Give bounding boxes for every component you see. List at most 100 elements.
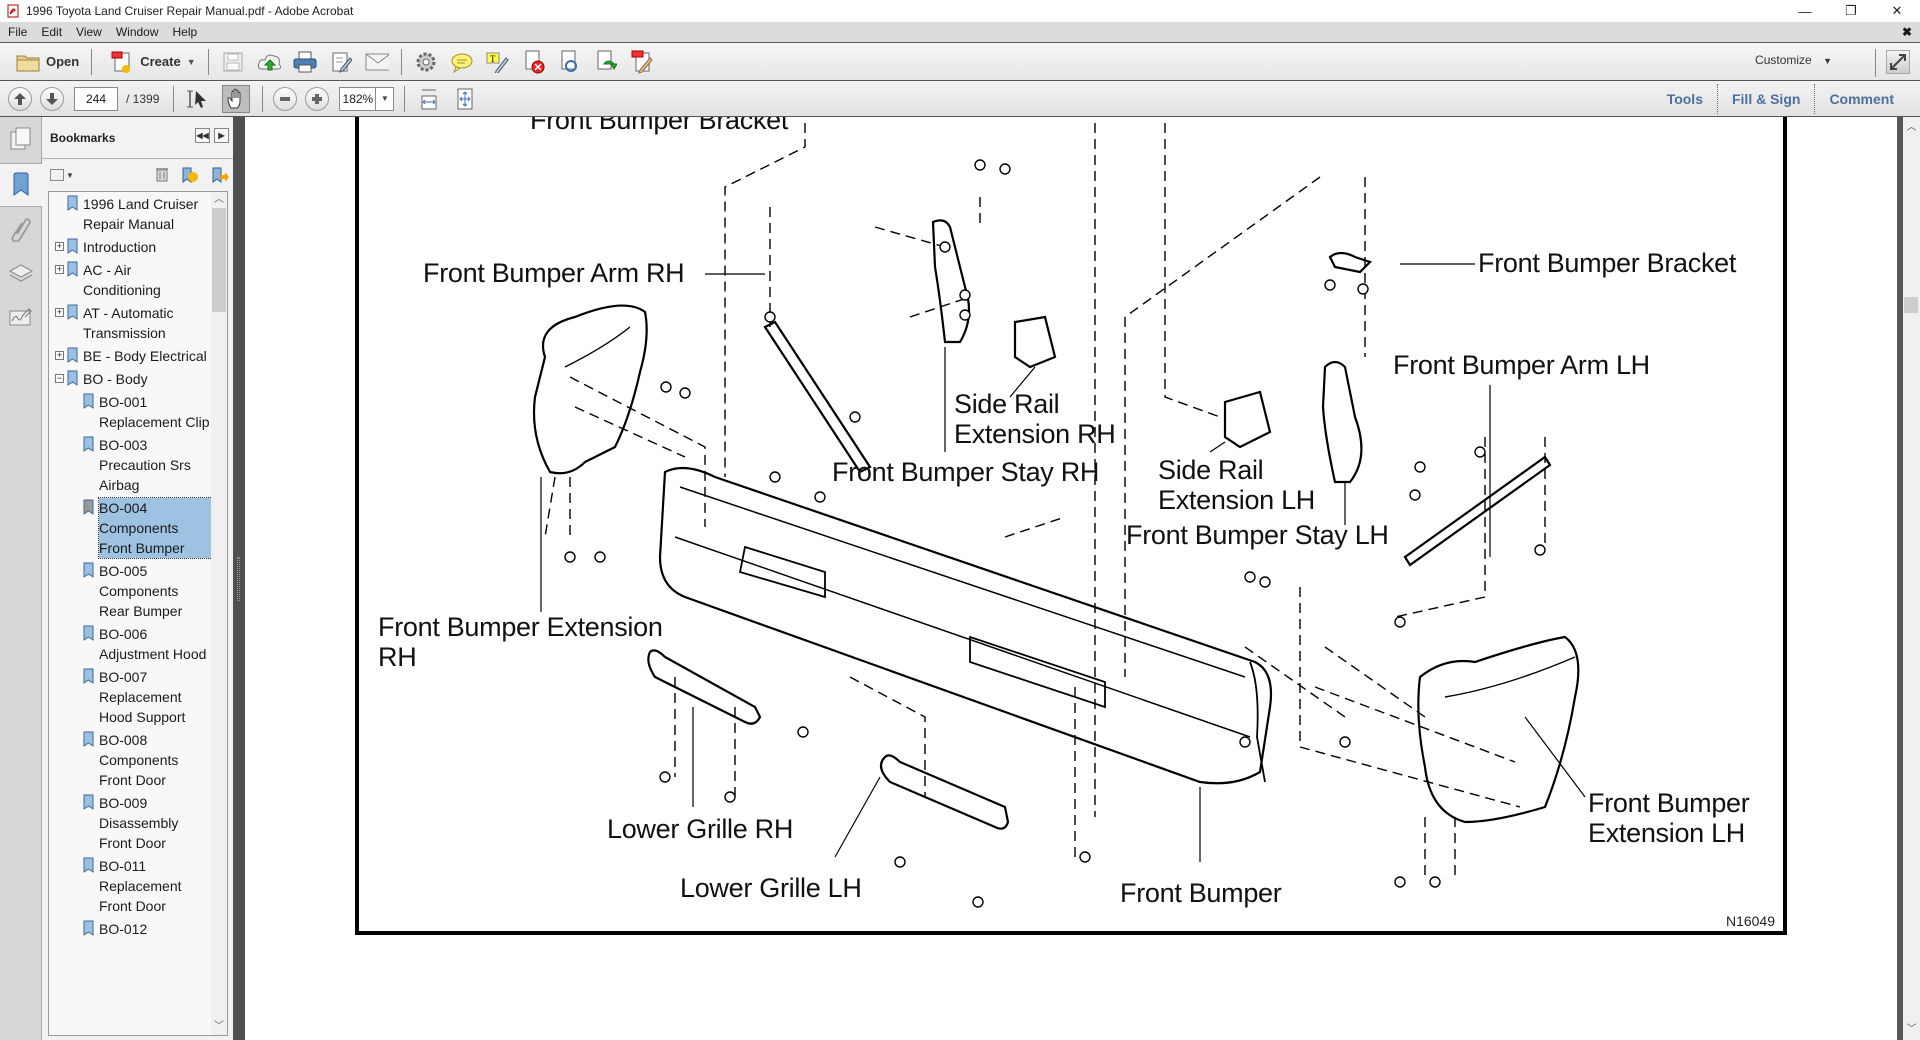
full-screen-button[interactable] bbox=[1886, 50, 1910, 74]
save-icon[interactable] bbox=[221, 50, 245, 74]
bookmark-label: BO-009 Disassembly Front Door bbox=[99, 795, 179, 851]
panel-splitter[interactable] bbox=[233, 117, 245, 1040]
previous-page-button[interactable] bbox=[8, 86, 32, 111]
create-button[interactable]: Create ▼ bbox=[98, 47, 201, 77]
tab-tools[interactable]: Tools bbox=[1666, 91, 1703, 107]
collapse-panel-button[interactable]: ◀◀ bbox=[195, 128, 210, 143]
bookmark-icon bbox=[67, 370, 78, 386]
cloud-upload-icon[interactable] bbox=[257, 50, 281, 74]
tab-comment[interactable]: Comment bbox=[1829, 91, 1894, 107]
collapse-icon[interactable]: − bbox=[55, 373, 64, 383]
bookmark-item[interactable]: BO-009 Disassembly Front Door bbox=[49, 791, 212, 854]
bookmark-label: AC - Air Conditioning bbox=[83, 262, 161, 298]
document-view[interactable]: N16049 Front Bumper Bracket Front Bumper… bbox=[245, 117, 1897, 1040]
zoom-out-button[interactable] bbox=[273, 86, 298, 111]
bookmark-item[interactable]: 1996 Land Cruiser Repair Manual bbox=[49, 192, 212, 235]
restore-button[interactable]: ❐ bbox=[1845, 3, 1857, 18]
bookmark-icon bbox=[83, 436, 94, 452]
scroll-down-icon[interactable]: ﹀ bbox=[1906, 1024, 1917, 1035]
close-button[interactable]: ✕ bbox=[1891, 3, 1903, 18]
scroll-up-icon[interactable]: ︿ bbox=[1906, 122, 1917, 133]
bookmark-item[interactable]: BO-004 Components Front Bumper bbox=[49, 496, 213, 559]
expand-icon[interactable]: + bbox=[55, 241, 64, 251]
gear-icon[interactable] bbox=[414, 50, 438, 74]
fit-page-icon[interactable] bbox=[453, 87, 477, 111]
delete-page-icon[interactable] bbox=[522, 50, 546, 74]
comment-bubble-icon[interactable] bbox=[450, 50, 474, 74]
bookmark-label: AT - Automatic Transmission bbox=[83, 305, 174, 341]
scrollbar-thumb[interactable] bbox=[1904, 297, 1918, 313]
bookmark-icon bbox=[67, 238, 78, 254]
bookmark-item[interactable]: BO-007 Replacement Hood Support bbox=[49, 665, 212, 728]
export-pdf-icon[interactable] bbox=[594, 50, 618, 74]
bookmark-icon bbox=[67, 347, 78, 363]
select-tool-icon[interactable] bbox=[186, 87, 210, 111]
menu-window[interactable]: Window bbox=[115, 25, 159, 39]
bookmarks-scrollbar[interactable]: ︿ ﹀ bbox=[211, 192, 227, 1035]
expand-panel-button[interactable]: ▶ bbox=[214, 128, 229, 143]
page-number-input[interactable]: 244 bbox=[74, 86, 118, 111]
label-front-bumper-stay-lh: Front Bumper Stay LH bbox=[1126, 520, 1389, 550]
expand-icon[interactable]: + bbox=[55, 350, 64, 360]
expand-icon[interactable]: + bbox=[55, 264, 64, 274]
hand-tool-icon[interactable] bbox=[222, 84, 251, 113]
bookmark-item[interactable]: BO-003 Precaution Srs Airbag bbox=[49, 433, 212, 496]
bookmarks-button[interactable] bbox=[0, 163, 42, 207]
zoom-value[interactable]: 182% bbox=[340, 87, 377, 110]
attachments-button[interactable] bbox=[0, 207, 42, 251]
new-bookmark-icon[interactable] bbox=[181, 166, 199, 184]
bookmark-item[interactable]: + AT - Automatic Transmission bbox=[49, 301, 212, 344]
menu-file[interactable]: File bbox=[8, 25, 28, 39]
bookmark-item[interactable]: − BO - Body bbox=[49, 367, 212, 390]
open-button[interactable]: Open bbox=[4, 47, 85, 77]
bookmark-item[interactable]: BO-011 Replacement Front Door bbox=[49, 854, 212, 917]
scroll-down-icon[interactable]: ﹀ bbox=[214, 1021, 224, 1032]
customize-menu[interactable]: Customize ▼ bbox=[1755, 53, 1832, 67]
page-thumbnails-button[interactable] bbox=[0, 117, 42, 161]
chevron-down-icon[interactable]: ▼ bbox=[66, 170, 74, 180]
menu-edit[interactable]: Edit bbox=[41, 25, 63, 39]
toolbar-separator bbox=[1875, 49, 1876, 77]
bookmark-label: BO-003 Precaution Srs Airbag bbox=[99, 437, 191, 493]
document-scrollbar[interactable]: ︿ ﹀ bbox=[1897, 117, 1920, 1040]
menu-view[interactable]: View bbox=[76, 25, 102, 39]
edit-document-icon[interactable] bbox=[329, 50, 353, 74]
bookmark-item[interactable]: BO-005 Components Rear Bumper bbox=[49, 559, 212, 622]
tab-fill-sign[interactable]: Fill & Sign bbox=[1731, 91, 1801, 107]
expand-icon[interactable]: + bbox=[55, 307, 64, 317]
scroll-up-icon[interactable]: ︿ bbox=[214, 194, 224, 205]
chevron-down-icon[interactable]: ▼ bbox=[380, 93, 389, 103]
layers-icon bbox=[8, 264, 34, 282]
signatures-button[interactable] bbox=[0, 295, 42, 339]
close-document-icon[interactable]: ✖ bbox=[1901, 25, 1912, 39]
bookmark-label: BO - Body bbox=[83, 371, 148, 387]
scrolling-mode-icon[interactable] bbox=[417, 87, 441, 111]
zoom-in-button[interactable] bbox=[305, 86, 330, 111]
bookmark-item[interactable]: BO-012 bbox=[49, 917, 212, 940]
bookmark-item[interactable]: BO-008 Components Front Door bbox=[49, 728, 212, 791]
bookmark-label: BO-006 Adjustment Hood bbox=[99, 626, 207, 662]
bookmark-item[interactable]: + AC - Air Conditioning bbox=[49, 258, 212, 301]
minimize-button[interactable]: — bbox=[1798, 3, 1812, 19]
rotate-page-icon[interactable] bbox=[558, 50, 582, 74]
menu-help[interactable]: Help bbox=[172, 25, 198, 39]
folder-icon bbox=[16, 50, 40, 74]
bookmark-icon bbox=[83, 794, 94, 810]
delete-bookmark-icon[interactable] bbox=[155, 166, 169, 182]
bookmark-from-selection-icon[interactable] bbox=[211, 166, 229, 184]
layers-button[interactable] bbox=[0, 251, 42, 295]
next-page-button[interactable] bbox=[40, 86, 64, 111]
email-icon[interactable] bbox=[365, 50, 389, 74]
print-icon[interactable] bbox=[293, 50, 317, 74]
bookmark-item[interactable]: BO-001 Replacement Clip bbox=[49, 390, 212, 433]
highlight-text-icon[interactable]: T bbox=[486, 50, 510, 74]
splitter-grip[interactable] bbox=[237, 557, 240, 601]
page-border: N16049 bbox=[355, 117, 1787, 935]
bookmark-item[interactable]: +Introduction bbox=[49, 235, 212, 258]
scrollbar-thumb[interactable] bbox=[212, 208, 226, 312]
bookmark-item[interactable]: BO-006 Adjustment Hood bbox=[49, 622, 212, 665]
zoom-level-select[interactable]: 182% ▼ bbox=[339, 86, 395, 111]
bookmark-item[interactable]: +BE - Body Electrical bbox=[49, 344, 212, 367]
sign-document-icon[interactable] bbox=[630, 50, 654, 74]
options-menu-icon[interactable] bbox=[50, 169, 64, 181]
